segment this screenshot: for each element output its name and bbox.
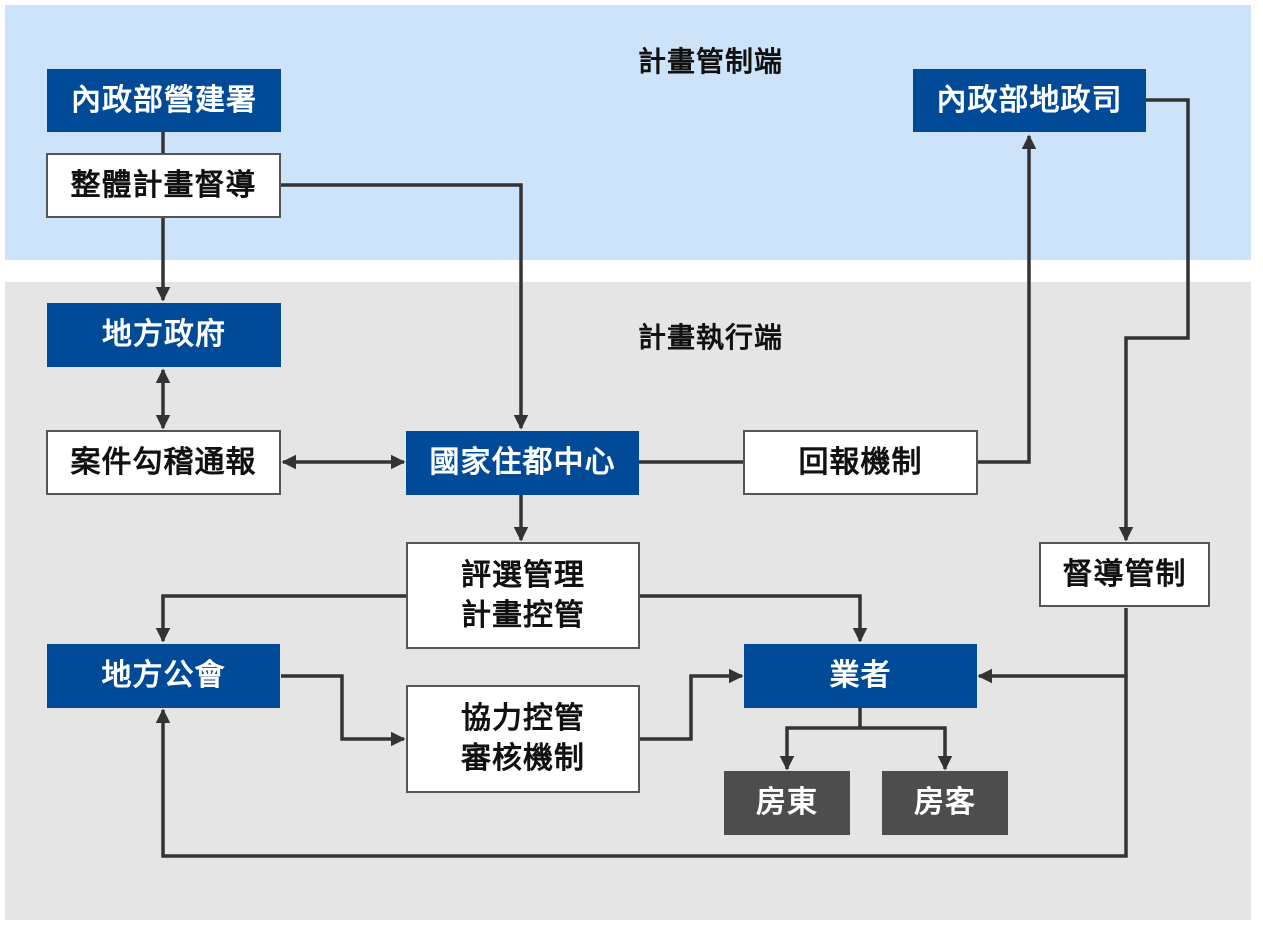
- edge-local-assoc-review: [281, 674, 406, 747]
- node-land-dept[interactable]: 內政部地政司: [913, 69, 1146, 132]
- node-nhurc[interactable]: 國家住都中心: [406, 431, 639, 495]
- node-supervision[interactable]: 整體計畫督導: [46, 153, 281, 218]
- node-oversight[interactable]: 督導管制: [1039, 542, 1210, 607]
- edge-oversight-business: [977, 608, 1128, 684]
- edge-feedback-land-dept: [977, 134, 1037, 464]
- node-business[interactable]: 業者: [744, 644, 977, 708]
- node-local-gov[interactable]: 地方政府: [47, 303, 281, 367]
- edge-oversight-local-assoc: [155, 676, 1128, 858]
- edge-business-tenant: [860, 726, 953, 771]
- node-review[interactable]: 協力控管 審核機制: [406, 685, 640, 793]
- control-zone-title: 計畫管制端: [638, 45, 784, 78]
- node-tenant[interactable]: 房客: [882, 771, 1008, 835]
- node-local-assoc[interactable]: 地方公會: [47, 644, 280, 708]
- edge-supervision-nhurc: [281, 183, 529, 430]
- edge-selection-local-assoc: [155, 594, 406, 643]
- node-selection[interactable]: 評選管理 計畫控管: [406, 542, 640, 649]
- node-landlord[interactable]: 房東: [724, 771, 850, 835]
- node-cpami[interactable]: 內政部營建署: [47, 69, 281, 132]
- edge-land-dept-oversight: [1118, 98, 1190, 542]
- node-case-report[interactable]: 案件勾稽通報: [46, 430, 281, 495]
- edge-selection-business: [639, 594, 868, 643]
- node-feedback[interactable]: 回報機制: [743, 430, 978, 495]
- edge-review-business: [639, 668, 744, 741]
- execution-zone-title: 計畫執行端: [638, 321, 784, 354]
- edge-business-landlord: [779, 726, 860, 771]
